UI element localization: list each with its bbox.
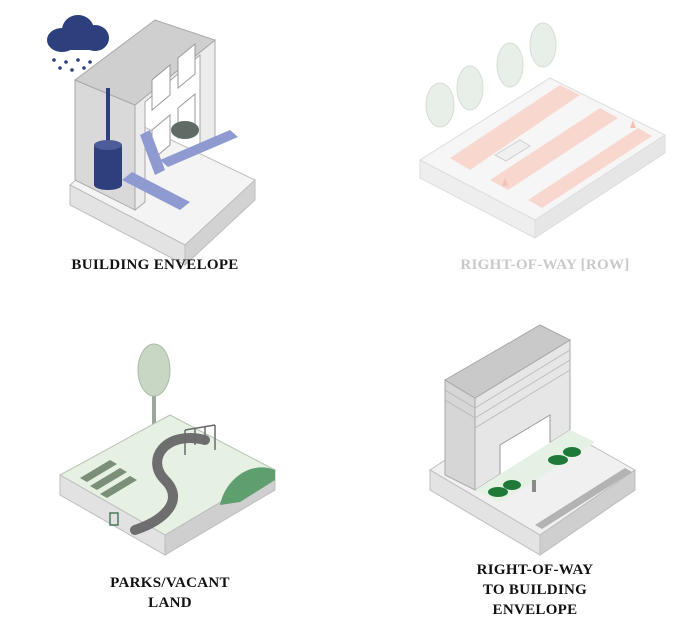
tile-label-parks-vacant-land: PARKS/VACANT LAND bbox=[55, 573, 285, 613]
parks-vacant-land-illustration bbox=[58, 343, 277, 556]
tile-parks-vacant-land[interactable]: PARKS/VACANT LAND bbox=[55, 330, 285, 630]
label-line-2: TO BUILDING bbox=[482, 582, 588, 598]
label-line-3: ENVELOPE bbox=[492, 602, 578, 618]
row-to-building-envelope-illustration bbox=[429, 324, 636, 556]
right-of-way-illustration bbox=[418, 22, 667, 239]
label-line-1: PARKS/VACANT bbox=[110, 575, 230, 591]
tile-row-to-building-envelope[interactable]: RIGHT-OF-WAY TO BUILDING ENVELOPE bbox=[420, 320, 650, 630]
tile-label-building-envelope: BUILDING ENVELOPE bbox=[71, 257, 239, 273]
tile-building-envelope[interactable]: BUILDING ENVELOPE bbox=[40, 10, 270, 280]
tile-label-right-of-way: RIGHT-OF-WAY [ROW] bbox=[460, 257, 630, 273]
rain-cloud-icon bbox=[47, 15, 109, 72]
tile-label-row-to-building-envelope: RIGHT-OF-WAY TO BUILDING ENVELOPE bbox=[420, 560, 650, 620]
label-line-2: LAND bbox=[148, 595, 192, 611]
label-line-1: RIGHT-OF-WAY bbox=[476, 562, 594, 578]
tile-right-of-way[interactable]: RIGHT-OF-WAY [ROW] bbox=[410, 10, 680, 280]
building-envelope-illustration bbox=[47, 15, 256, 267]
